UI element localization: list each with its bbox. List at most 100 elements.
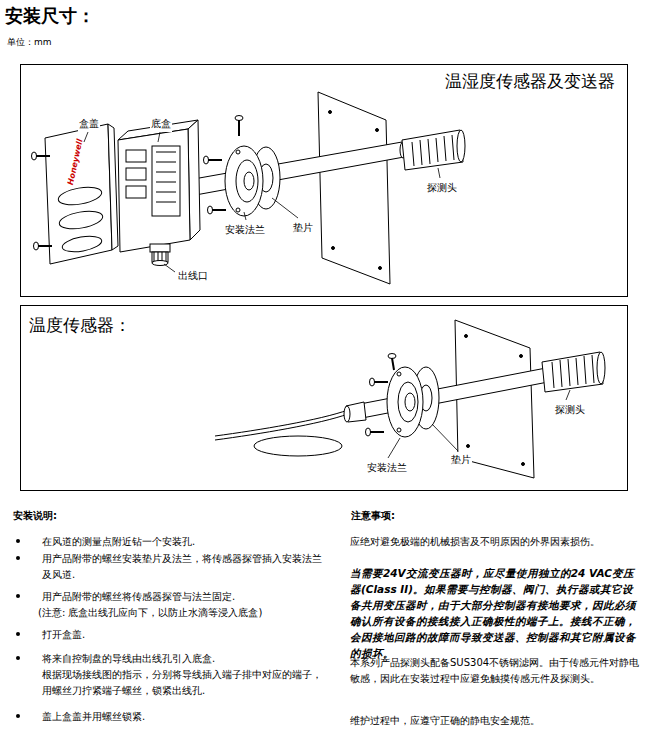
cable-gland-part <box>154 252 155 262</box>
sensor-cable-part <box>254 436 342 456</box>
part-label: 垫片 <box>450 452 472 468</box>
panel-title: 温湿度传感器及变送器 <box>445 70 615 93</box>
probe-pipe <box>344 368 548 422</box>
probe-head-part <box>412 142 414 166</box>
screw-part <box>38 245 52 247</box>
probe-head-part <box>444 136 446 161</box>
bullet-dot-part <box>16 714 20 718</box>
mounting-plate-part <box>332 247 335 250</box>
caution-text: 维护过程中，应遵守正确的静电安全规范。 <box>350 713 642 729</box>
mounting-plate-part <box>520 355 523 358</box>
bullet-dot-part <box>16 556 20 560</box>
box-cover-part <box>45 124 112 264</box>
base-box-part <box>156 182 176 183</box>
brand-logo: Honeywell <box>66 138 86 186</box>
mounting-plate-part <box>467 445 470 448</box>
mounting-plate-part <box>522 463 525 466</box>
bullet-dot-part <box>16 656 20 660</box>
probe-head-part <box>576 358 578 385</box>
part-label: 安装法兰 <box>366 460 408 476</box>
leader-line-part <box>432 424 458 451</box>
screw-part <box>32 152 37 160</box>
mounting-plate-part <box>465 335 468 338</box>
instruction-step: 根据现场接线图的指示，分别将导线插入端子排中对应的端子，用螺丝刀拧紧端子螺丝，锁… <box>42 667 322 699</box>
mounting-plate-part <box>379 267 382 270</box>
leader-line-part <box>272 198 298 218</box>
warning-text: 当需要24V交流变压器时，应尽量使用独立的24 VAC变压器(Class II)… <box>350 565 642 661</box>
probe-head-part <box>452 135 454 160</box>
instruction-step: 将来自控制盘的导线由出线孔引入底盒. <box>42 651 322 667</box>
sensor-cable-part <box>215 414 348 440</box>
instruction-step: 用产品附带的螺丝将传感器探管与法兰固定. <box>42 589 322 605</box>
cable-gland-part <box>150 244 170 252</box>
probe-pipe-part <box>344 406 350 422</box>
leader-line <box>388 390 570 458</box>
probe-head-part <box>552 362 554 388</box>
base-box-part <box>156 152 176 153</box>
mounting-plate <box>318 92 390 284</box>
bullet-dot-part <box>16 632 20 636</box>
part-label: 探测头 <box>426 180 458 196</box>
caution-text: 应绝对避免极端的机械损害及不明原因的外界因素损伤。 <box>350 534 642 550</box>
base-box-part <box>152 146 180 216</box>
base-box-part <box>156 162 176 163</box>
instruction-step: 在风道的测量点附近钻一个安装孔. <box>42 534 322 550</box>
leader-line-part <box>566 390 570 400</box>
section-heading: 注意事项: <box>350 508 396 524</box>
leader-line-part <box>244 212 246 220</box>
bullet-dot <box>16 539 20 718</box>
screw-part <box>212 209 226 211</box>
mounting-plate-part <box>376 129 379 132</box>
leader-line-part <box>388 438 400 458</box>
leader-line-part <box>158 132 160 142</box>
section-heading: 安装说明: <box>12 508 58 524</box>
base-box-part <box>118 129 190 252</box>
screw-part <box>36 155 50 157</box>
panel-title: 温度传感器： <box>29 314 131 337</box>
base-box-part <box>156 192 176 193</box>
figure-panel: 温湿度传感器及变送器 <box>20 64 628 297</box>
instruction-note: (注意: 底盒出线孔应向下，以防止水滴等浸入底盒) <box>38 605 328 621</box>
box-cover-part <box>57 184 103 207</box>
part-label: 底盒 <box>150 116 172 132</box>
probe-head <box>542 352 605 392</box>
leader-line-part <box>438 168 440 178</box>
probe-head-part <box>584 356 586 384</box>
mounting-flange <box>225 146 263 216</box>
probe-head-part <box>592 355 594 383</box>
figure-panel: 温度传感器： <box>20 305 628 491</box>
screw-part <box>370 378 375 386</box>
screw-part <box>34 242 39 250</box>
probe-pipe-part <box>188 142 404 196</box>
screw-part <box>374 381 388 383</box>
part-label: 垫片 <box>292 220 314 236</box>
bullet-dot-part <box>16 594 20 598</box>
mounting-flange-part <box>397 372 401 376</box>
base-box-part <box>156 202 176 203</box>
bullet-dot-part <box>16 539 20 543</box>
screw-part <box>366 428 371 436</box>
mounting-flange <box>387 367 423 437</box>
mounting-flange-part <box>387 367 423 437</box>
mounting-flange-part <box>244 172 254 190</box>
mounting-flange-part <box>236 150 240 154</box>
leader-line-part <box>164 264 175 272</box>
sensor-cable-part <box>215 410 348 436</box>
cable-gland <box>150 244 170 266</box>
screw-part <box>208 206 213 214</box>
leader-line-part <box>84 132 88 142</box>
screw-part <box>238 120 240 136</box>
base-box-part <box>126 150 146 162</box>
leader-line <box>84 132 440 272</box>
part-label: 出线口 <box>177 268 209 284</box>
screw-part <box>204 156 209 164</box>
screw <box>32 116 244 251</box>
mounting-flange-part <box>398 382 418 422</box>
base-box-part <box>126 186 146 198</box>
caution-text: 本系列产品探测头配备SUS304不锈钢滤网。由于传感元件对静电敏感，因此在安装过… <box>350 655 642 687</box>
base-box-part <box>126 168 146 180</box>
mounting-flange-part <box>236 208 240 212</box>
mounting-plate-part <box>318 92 390 284</box>
screw-part <box>235 116 243 121</box>
part-label: 安装法兰 <box>224 222 266 238</box>
